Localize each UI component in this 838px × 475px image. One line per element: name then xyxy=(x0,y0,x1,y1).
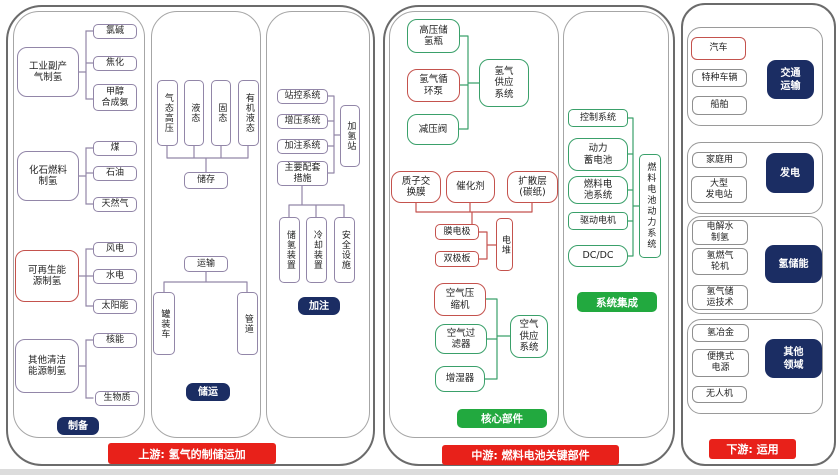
box-main-supporting-measures: 主要配套 措施 xyxy=(277,161,328,186)
box-hydrogen-circulation-pump: 氢气循 环泵 xyxy=(407,69,460,102)
box-pressure-reducing-valve: 减压阀 xyxy=(407,114,459,145)
box-methanol-ammonia: 甲醇 合成氨 xyxy=(93,84,137,111)
box-chlor-alkali: 氯碱 xyxy=(93,24,137,39)
box-hydrogen-station: 加氢站 xyxy=(340,105,360,167)
box-organic-liquid: 有机液态 xyxy=(238,80,259,146)
box-renewable-hydrogen: 可再生能 源制氢 xyxy=(15,250,79,302)
box-transport: 运输 xyxy=(184,256,228,272)
box-membrane-electrode: 膜电极 xyxy=(435,224,479,240)
box-solid: 固态 xyxy=(211,80,231,146)
box-water-electrolysis: 电解水 制氢 xyxy=(692,220,748,245)
box-hydro-power: 水电 xyxy=(93,269,137,284)
box-catalyst: 催化剂 xyxy=(446,171,495,203)
box-special-vehicles: 特种车辆 xyxy=(692,69,747,87)
box-dc-dc: DC/DC xyxy=(568,245,628,267)
box-liquid: 液态 xyxy=(184,80,204,146)
box-household-use: 家庭用 xyxy=(692,152,747,168)
box-cooling-device: 冷却装置 xyxy=(306,217,327,283)
box-portable-power: 便携式 电源 xyxy=(692,349,749,377)
box-diffusion-layer: 扩散层 (碳纸) xyxy=(507,171,558,203)
box-drones: 无人机 xyxy=(692,386,747,403)
box-ships: 船舶 xyxy=(692,96,747,115)
box-proton-exchange-membrane: 质子交 换膜 xyxy=(391,171,441,203)
storage-transport-badge: 储运 xyxy=(186,383,230,401)
box-industrial-byproduct-hydrogen: 工业副产 气制氢 xyxy=(17,47,79,97)
box-filling-system: 加注系统 xyxy=(277,139,328,154)
box-hydrogen-metallurgy: 氢冶金 xyxy=(692,324,749,342)
power-generation-badge: 发电 xyxy=(766,153,814,193)
box-hydrogen-storage-transport-tech: 氢气储 运技术 xyxy=(692,285,748,310)
box-automobile: 汽车 xyxy=(691,37,746,60)
preparation-badge: 制备 xyxy=(57,417,99,435)
midstream-banner: 中游: 燃料电池关键部件 xyxy=(442,445,619,465)
transport-sector-badge: 交通 运输 xyxy=(767,60,814,99)
box-gaseous-high-pressure: 气态高压 xyxy=(157,80,178,146)
box-wind-power: 风电 xyxy=(93,242,137,257)
box-air-supply-system: 空气 供应 系统 xyxy=(510,315,548,358)
other-fields-badge: 其他 领域 xyxy=(765,339,822,378)
box-hydrogen-gas-turbine: 氢燃气 轮机 xyxy=(692,248,748,275)
box-bipolar-plate: 双极板 xyxy=(435,251,479,267)
box-humidifier: 增湿器 xyxy=(435,366,485,392)
image-bottom-edge xyxy=(0,469,838,475)
box-safety-facilities: 安全设施 xyxy=(334,217,355,283)
box-large-power-station: 大型 发电站 xyxy=(691,176,747,203)
box-station-control-system: 站控系统 xyxy=(277,89,328,104)
system-integration-badge: 系统集成 xyxy=(577,292,657,312)
box-coking: 焦化 xyxy=(93,56,137,71)
upstream-banner: 上游: 氢气的制储运加 xyxy=(108,443,276,464)
box-solar-power: 太阳能 xyxy=(93,299,137,314)
box-storage: 储存 xyxy=(184,172,228,189)
downstream-banner: 下游: 运用 xyxy=(709,439,796,459)
hydrogen-energy-storage-badge: 氢储能 xyxy=(765,245,822,283)
box-other-clean-hydrogen: 其他清洁 能源制氢 xyxy=(15,339,79,393)
box-control-system: 控制系统 xyxy=(568,109,628,127)
box-power-battery: 动力 蓄电池 xyxy=(568,138,628,171)
box-drive-motor: 驱动电机 xyxy=(568,212,628,230)
box-fuel-cell-stack: 电堆 xyxy=(496,218,513,271)
box-pipeline: 管道 xyxy=(237,292,258,355)
box-air-compressor: 空气压 缩机 xyxy=(434,283,486,316)
box-fuel-cell-system: 燃料电 池系统 xyxy=(568,176,628,204)
box-pressurization-system: 增压系统 xyxy=(277,114,328,129)
box-hydrogen-storage-device: 储氢装置 xyxy=(279,217,300,283)
box-biomass: 生物质 xyxy=(95,391,139,406)
box-tank-truck: 罐装车 xyxy=(153,292,175,355)
storage-transport-column xyxy=(151,11,261,438)
box-nuclear: 核能 xyxy=(93,333,137,348)
box-coal: 煤 xyxy=(93,141,137,156)
box-fuel-cell-power-system: 燃料电池动力系统 xyxy=(639,154,661,258)
box-high-pressure-hydrogen-cylinder: 高压储 氢瓶 xyxy=(407,19,460,53)
box-fossil-fuel-hydrogen: 化石燃料 制氢 xyxy=(17,151,79,201)
core-components-badge: 核心部件 xyxy=(457,409,547,428)
refueling-badge: 加注 xyxy=(298,297,340,315)
box-air-filter: 空气过 滤器 xyxy=(435,324,487,354)
box-petroleum: 石油 xyxy=(93,166,137,181)
box-natural-gas: 天然气 xyxy=(93,197,137,212)
box-hydrogen-supply-system: 氢气 供应 系统 xyxy=(479,59,529,107)
